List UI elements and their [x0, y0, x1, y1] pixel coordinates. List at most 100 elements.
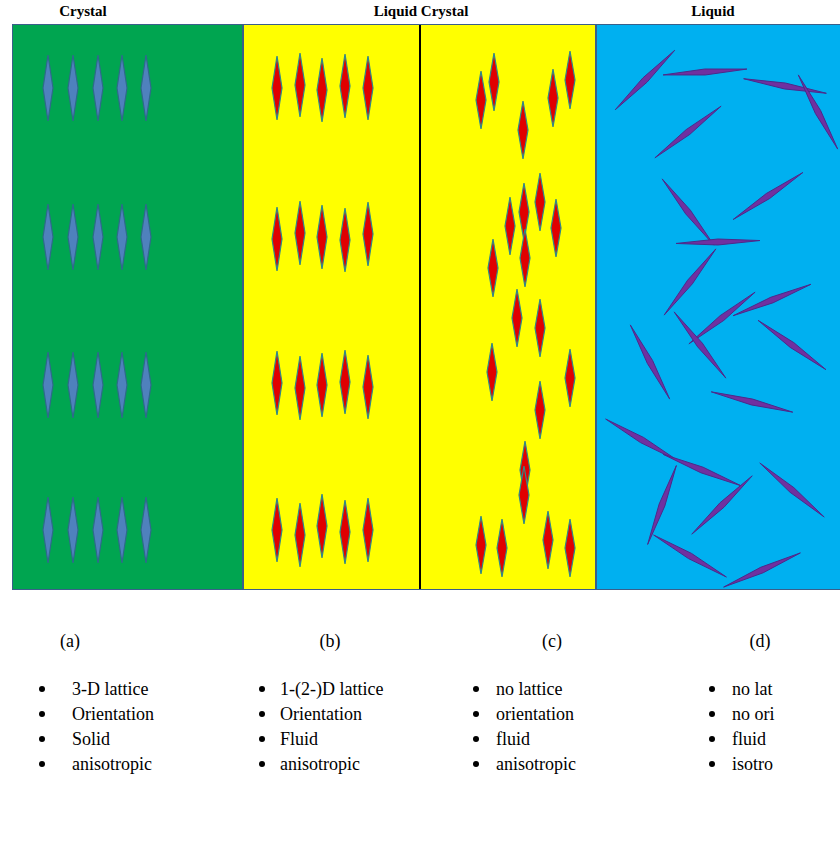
property-item: Fluid — [280, 730, 318, 748]
bullet-dot — [259, 711, 265, 717]
liquid-molecule — [648, 466, 677, 545]
nematic-molecule — [487, 343, 497, 401]
nematic-molecule — [518, 101, 528, 159]
crystal-molecule — [93, 55, 103, 121]
liquid-molecule — [676, 239, 760, 245]
property-item: anisotropic — [72, 755, 152, 773]
property-item: no lattice — [496, 680, 562, 698]
bullet-dot — [473, 736, 479, 742]
liquid-molecule — [744, 79, 827, 94]
liquid-molecule — [758, 320, 826, 369]
nematic-molecule — [505, 197, 515, 255]
smectic-molecule — [295, 201, 305, 265]
crystal-molecule — [93, 497, 103, 563]
smectic-molecule — [363, 498, 373, 562]
property-item: anisotropic — [496, 755, 576, 773]
crystal-molecule — [43, 352, 53, 418]
crystal-molecule — [68, 204, 78, 270]
panel-letter: (c) — [542, 632, 562, 650]
crystal-molecule — [43, 55, 53, 121]
phase-panel: Liquid Crystal — [243, 24, 596, 590]
liquid-molecule — [615, 50, 674, 109]
liquid-crystal-ground — [243, 24, 596, 590]
bullet-dot — [709, 736, 715, 742]
bullet-dot — [473, 711, 479, 717]
smectic-molecule — [272, 207, 282, 271]
bullet-dot — [473, 686, 479, 692]
panel-letter: (b) — [320, 632, 341, 650]
phase-heading: Liquid Crystal — [374, 3, 469, 20]
liquid-molecule — [711, 392, 793, 412]
smectic-molecule — [295, 53, 305, 117]
liquid-ground — [596, 24, 840, 590]
liquid-molecule — [606, 419, 679, 461]
crystal-molecule — [93, 352, 103, 418]
panel-letter: (d) — [750, 632, 771, 650]
smectic-molecule — [340, 500, 350, 564]
bullet-dot — [39, 736, 45, 742]
smectic-molecule — [272, 56, 282, 120]
crystal-molecule — [68, 352, 78, 418]
bullet-dot — [39, 761, 45, 767]
smectic-molecule — [295, 503, 305, 567]
crystal-molecule — [43, 497, 53, 563]
smectic-molecule — [340, 208, 350, 272]
nematic-molecule — [535, 173, 545, 231]
crystal-molecule — [117, 352, 127, 418]
smectic-molecule — [295, 356, 305, 420]
nematic-molecule — [543, 511, 553, 569]
property-item: fluid — [732, 730, 766, 748]
property-item: Orientation — [72, 705, 154, 723]
bullet-dot — [709, 686, 715, 692]
nematic-molecule — [520, 229, 530, 287]
liquid-molecule — [630, 325, 669, 399]
liquid-molecule — [724, 553, 801, 587]
smectic-molecule — [340, 350, 350, 414]
crystal-molecule — [117, 55, 127, 121]
crystal-molecule — [141, 55, 151, 121]
bullet-dot — [259, 736, 265, 742]
nematic-molecule — [476, 516, 486, 574]
nematic-molecule — [476, 71, 486, 129]
nematic-molecule — [489, 53, 499, 111]
nematic-molecule — [565, 519, 575, 577]
crystal-molecule — [43, 204, 53, 270]
property-item: no lat — [732, 680, 773, 698]
crystal-molecule — [68, 497, 78, 563]
phase-heading: Liquid — [691, 3, 734, 20]
liquid-molecule — [733, 173, 803, 220]
property-item: Orientation — [280, 705, 362, 723]
phase-panel: Liquid — [596, 24, 840, 590]
bullet-dot — [259, 761, 265, 767]
nematic-molecule — [519, 466, 529, 524]
smectic-molecule — [317, 205, 327, 269]
divider-line — [419, 24, 421, 590]
crystal-molecule — [141, 352, 151, 418]
liquid-molecule — [798, 75, 837, 149]
liquid-molecule — [760, 463, 824, 517]
smectic-molecule — [317, 353, 327, 417]
smectic-molecule — [363, 56, 373, 120]
bullet-dot — [39, 686, 45, 692]
crystal-ground — [12, 24, 243, 590]
crystal-molecule — [117, 204, 127, 270]
smectic-molecule — [272, 498, 282, 562]
liquid-molecule — [663, 69, 747, 75]
smectic-molecule — [340, 54, 350, 118]
bullet-dot — [39, 711, 45, 717]
property-item: Solid — [72, 730, 110, 748]
smectic-molecule — [363, 202, 373, 266]
property-item: 1-(2-)D lattice — [280, 680, 383, 698]
crystal-molecule — [93, 204, 103, 270]
property-item: no ori — [732, 705, 775, 723]
liquid-molecule — [689, 292, 755, 344]
smectic-molecule — [363, 355, 373, 419]
nematic-molecule — [535, 381, 545, 439]
nematic-molecule — [535, 299, 545, 357]
nematic-molecule — [512, 289, 522, 347]
property-item: orientation — [496, 705, 574, 723]
property-item: 3-D lattice — [72, 680, 148, 698]
crystal-molecule — [141, 204, 151, 270]
property-item: fluid — [496, 730, 530, 748]
crystal-molecule — [141, 497, 151, 563]
